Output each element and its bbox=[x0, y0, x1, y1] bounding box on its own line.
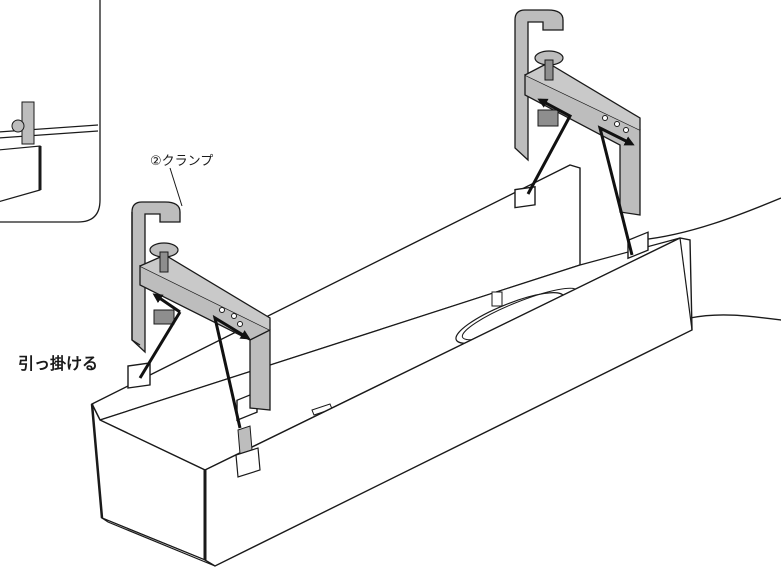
arrow-left-1 bbox=[138, 295, 182, 379]
clamp-label-leader bbox=[169, 167, 183, 207]
clamp-left bbox=[131, 201, 271, 411]
arrow-left-2 bbox=[212, 314, 251, 429]
arrow-right-1 bbox=[526, 98, 573, 195]
hook-arrows bbox=[138, 98, 635, 429]
clamp-label: ②クランプ bbox=[150, 154, 214, 169]
arrow-right-2 bbox=[597, 125, 635, 256]
clamp-right bbox=[514, 9, 641, 216]
inset-detail-view bbox=[0, 0, 101, 223]
hook-instruction-label: 引っ掛ける bbox=[18, 354, 99, 373]
cable-tray bbox=[90, 164, 693, 567]
